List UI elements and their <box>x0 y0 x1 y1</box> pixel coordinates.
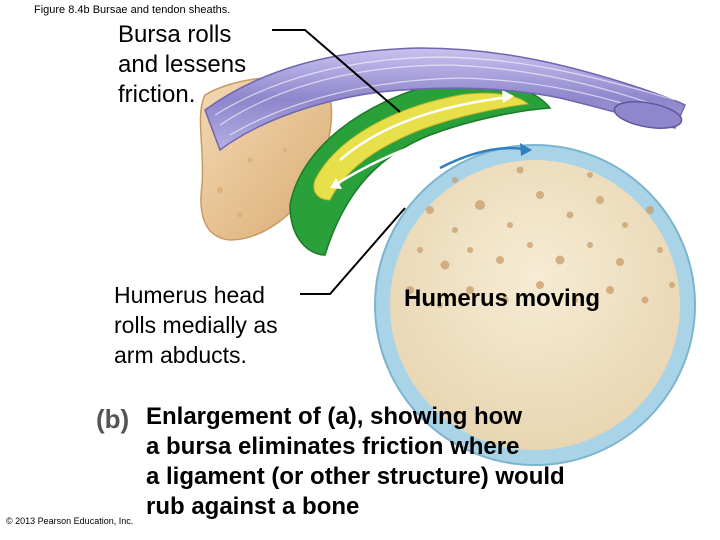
bursa-flow-arrow-bottom <box>334 123 481 187</box>
figure-caption: Enlargement of (a), showing how a bursa … <box>146 403 565 520</box>
bursa-flow-arrow-top <box>339 95 511 161</box>
ligament-cut-end <box>613 101 683 129</box>
copyright-notice: © 2013 Pearson Education, Inc. <box>6 516 134 526</box>
figure-title: Figure 8.4b Bursae and tendon sheaths. <box>34 4 231 16</box>
label-humerus-head: Humerus head rolls medially as arm abduc… <box>114 282 278 368</box>
leader-humerus <box>300 207 406 295</box>
part-letter: (b) <box>96 404 130 434</box>
label-humerus-moving: Humerus moving <box>404 285 601 312</box>
bursa-sac <box>289 78 552 256</box>
leader-bursa <box>272 29 401 113</box>
label-bursa: Bursa rolls and lessens friction. <box>118 21 247 108</box>
humerus-head <box>390 160 680 450</box>
